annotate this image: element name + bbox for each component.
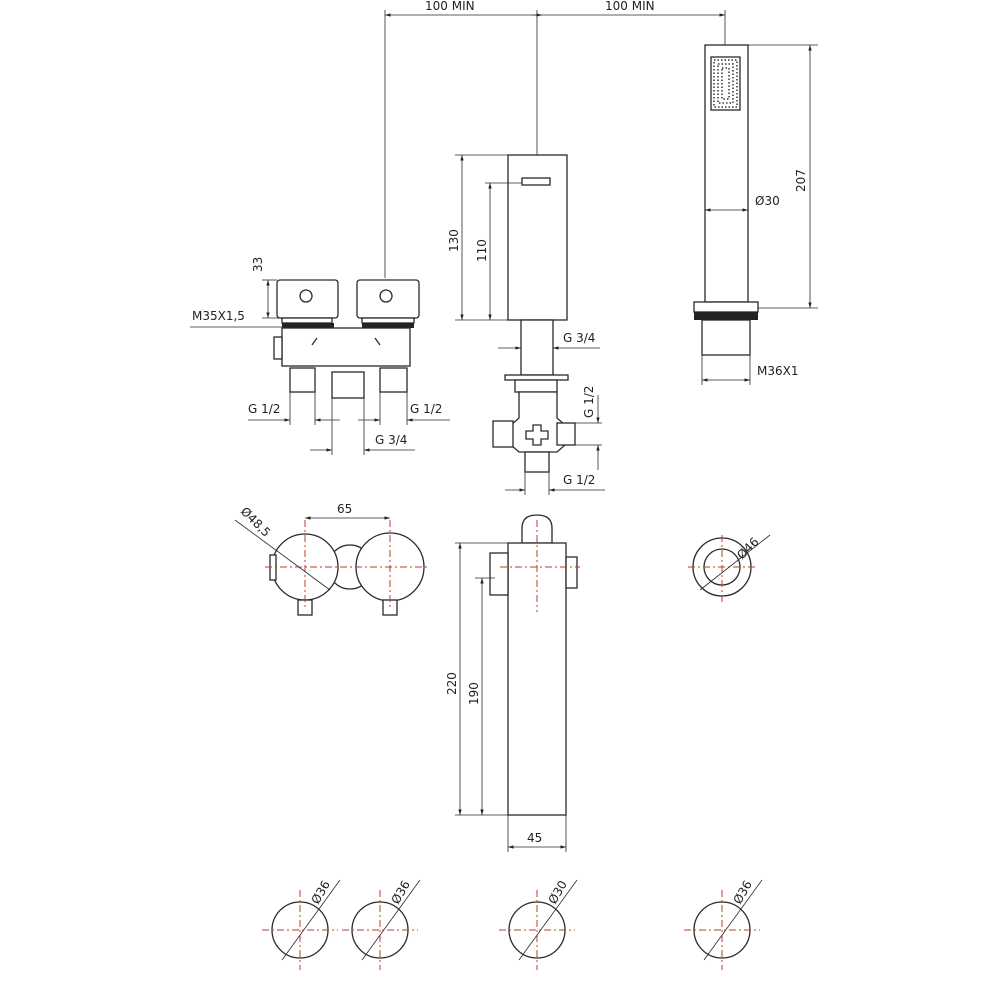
handshower-top-view: Ø46 — [688, 534, 771, 605]
spout-side-view: 130 110 G 3/4 G 1/2 G 1/2 — [447, 154, 605, 495]
dim-m36: M36X1 — [757, 364, 798, 378]
dim-190: 190 — [467, 682, 481, 705]
dim-o48-5: Ø48,5 — [238, 504, 273, 539]
dim-g12-left: G 1/2 — [248, 402, 280, 416]
dim-207: 207 — [794, 169, 808, 192]
mixer-side-view: 33 M35X1,5 G 1/2 G 1/2 G 3/4 — [190, 257, 450, 455]
cutout-1: Ø36 — [262, 878, 341, 970]
dim-100-min-left: 100 MIN — [425, 0, 475, 13]
handshower-side-view: 207 Ø30 M36X1 — [693, 44, 818, 385]
mixer-top-view: 65 Ø48,5 — [234, 502, 430, 616]
min-distance-dimensions: 100 MIN 100 MIN — [384, 0, 726, 278]
dim-45: 45 — [527, 831, 542, 845]
dim-g34-outlet: G 3/4 — [375, 433, 407, 447]
spray-nozzle-grid — [713, 59, 738, 108]
dim-65: 65 — [337, 502, 352, 516]
dim-100-min-right: 100 MIN — [605, 0, 655, 13]
cutout-label-1: Ø36 — [308, 878, 332, 906]
dim-g12-bottom: G 1/2 — [563, 473, 595, 487]
dim-220: 220 — [445, 672, 459, 695]
dim-g12-right: G 1/2 — [410, 402, 442, 416]
dim-33: 33 — [251, 257, 265, 272]
dim-o30-handshower: Ø30 — [755, 194, 780, 208]
thread-m35: M35X1,5 — [192, 309, 245, 323]
dim-g12-side: G 1/2 — [582, 386, 596, 418]
dim-g34-stem: G 3/4 — [563, 331, 595, 345]
cutout-label-2: Ø36 — [388, 878, 412, 906]
dim-110: 110 — [475, 239, 489, 262]
cutout-3: Ø30 — [499, 878, 578, 970]
cutout-4: Ø36 — [684, 878, 763, 970]
spout-front-view: 220 190 45 — [445, 514, 580, 852]
cutout-label-3: Ø30 — [545, 878, 569, 906]
cutout-2: Ø36 — [342, 878, 421, 970]
dim-130: 130 — [447, 229, 461, 252]
cutout-label-4: Ø36 — [730, 878, 754, 906]
